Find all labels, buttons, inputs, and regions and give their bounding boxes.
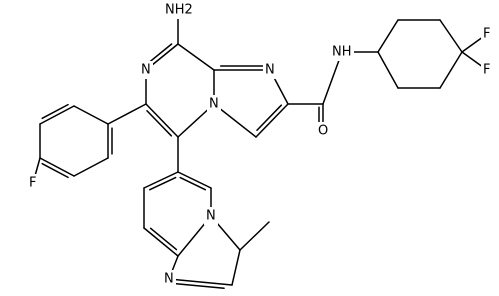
bond-34 — [143, 227, 179, 257]
bond-42 — [239, 221, 270, 251]
pyridine-nitrogen: N — [204, 207, 218, 225]
atom-label-layer: NH2 N N N NH O F F — [27, 1, 493, 288]
pyridine-nitrogen-label: N — [206, 209, 216, 224]
amino-label: NH2 — [165, 3, 193, 18]
bridgehead-nitrogen: N — [207, 95, 221, 113]
amide-nitrogen: NH — [330, 43, 354, 61]
bond-39 — [168, 278, 233, 286]
bond-34-inner — [149, 227, 178, 251]
bond-2-inner — [146, 109, 173, 137]
carbonyl-oxygen: O — [316, 122, 330, 140]
bond-26 — [39, 157, 75, 177]
difluoro-fluorine-bottom-label: F — [483, 63, 490, 78]
bond-9 — [255, 103, 289, 138]
carbonyl-oxygen-label: O — [318, 124, 328, 139]
amide-nh-label: NH — [332, 45, 352, 60]
imidazole-nitrogen-bottom: N — [162, 270, 176, 288]
bond-17 — [439, 19, 463, 53]
bond-29 — [73, 105, 109, 125]
bond-layer — [32, 9, 488, 290]
bridgehead-nitrogen-label: N — [209, 97, 219, 112]
bond-37-inner — [179, 176, 207, 191]
bond-23 — [107, 103, 147, 125]
pyrazine-nitrogen: N — [139, 61, 153, 79]
phenyl-fluorine: F — [27, 174, 39, 192]
bond-40 — [231, 249, 241, 286]
bond-2 — [145, 103, 179, 138]
bond-20 — [377, 51, 399, 89]
phenyl-fluorine-label: F — [29, 176, 36, 191]
pyrazine-nitrogen-label: N — [141, 63, 151, 78]
difluoro-fluorine-top-label: F — [483, 27, 490, 42]
difluoro-fluorine-top: F — [481, 25, 493, 43]
imidazole-nitrogen-top: N — [263, 61, 277, 79]
bond-18 — [439, 51, 463, 89]
imidazole-nitrogen-bottom-label: N — [164, 272, 174, 287]
amino-group: NH2 — [163, 1, 193, 19]
bond-9-inner — [256, 104, 283, 132]
bond-32 — [143, 171, 179, 189]
imidazole-nitrogen-top-label: N — [265, 63, 275, 78]
bond-5 — [177, 43, 215, 71]
bond-0-inner — [146, 43, 173, 65]
bond-37 — [177, 171, 212, 189]
bond-39-inner — [175, 282, 225, 290]
bond-32-inner — [149, 176, 177, 191]
bond-25 — [73, 157, 109, 177]
difluoro-fluorine-bottom: F — [481, 61, 493, 79]
bond-15 — [377, 19, 399, 53]
bond-28-inner — [41, 103, 69, 120]
bond-28 — [39, 105, 75, 125]
bond-26-inner — [41, 162, 69, 179]
